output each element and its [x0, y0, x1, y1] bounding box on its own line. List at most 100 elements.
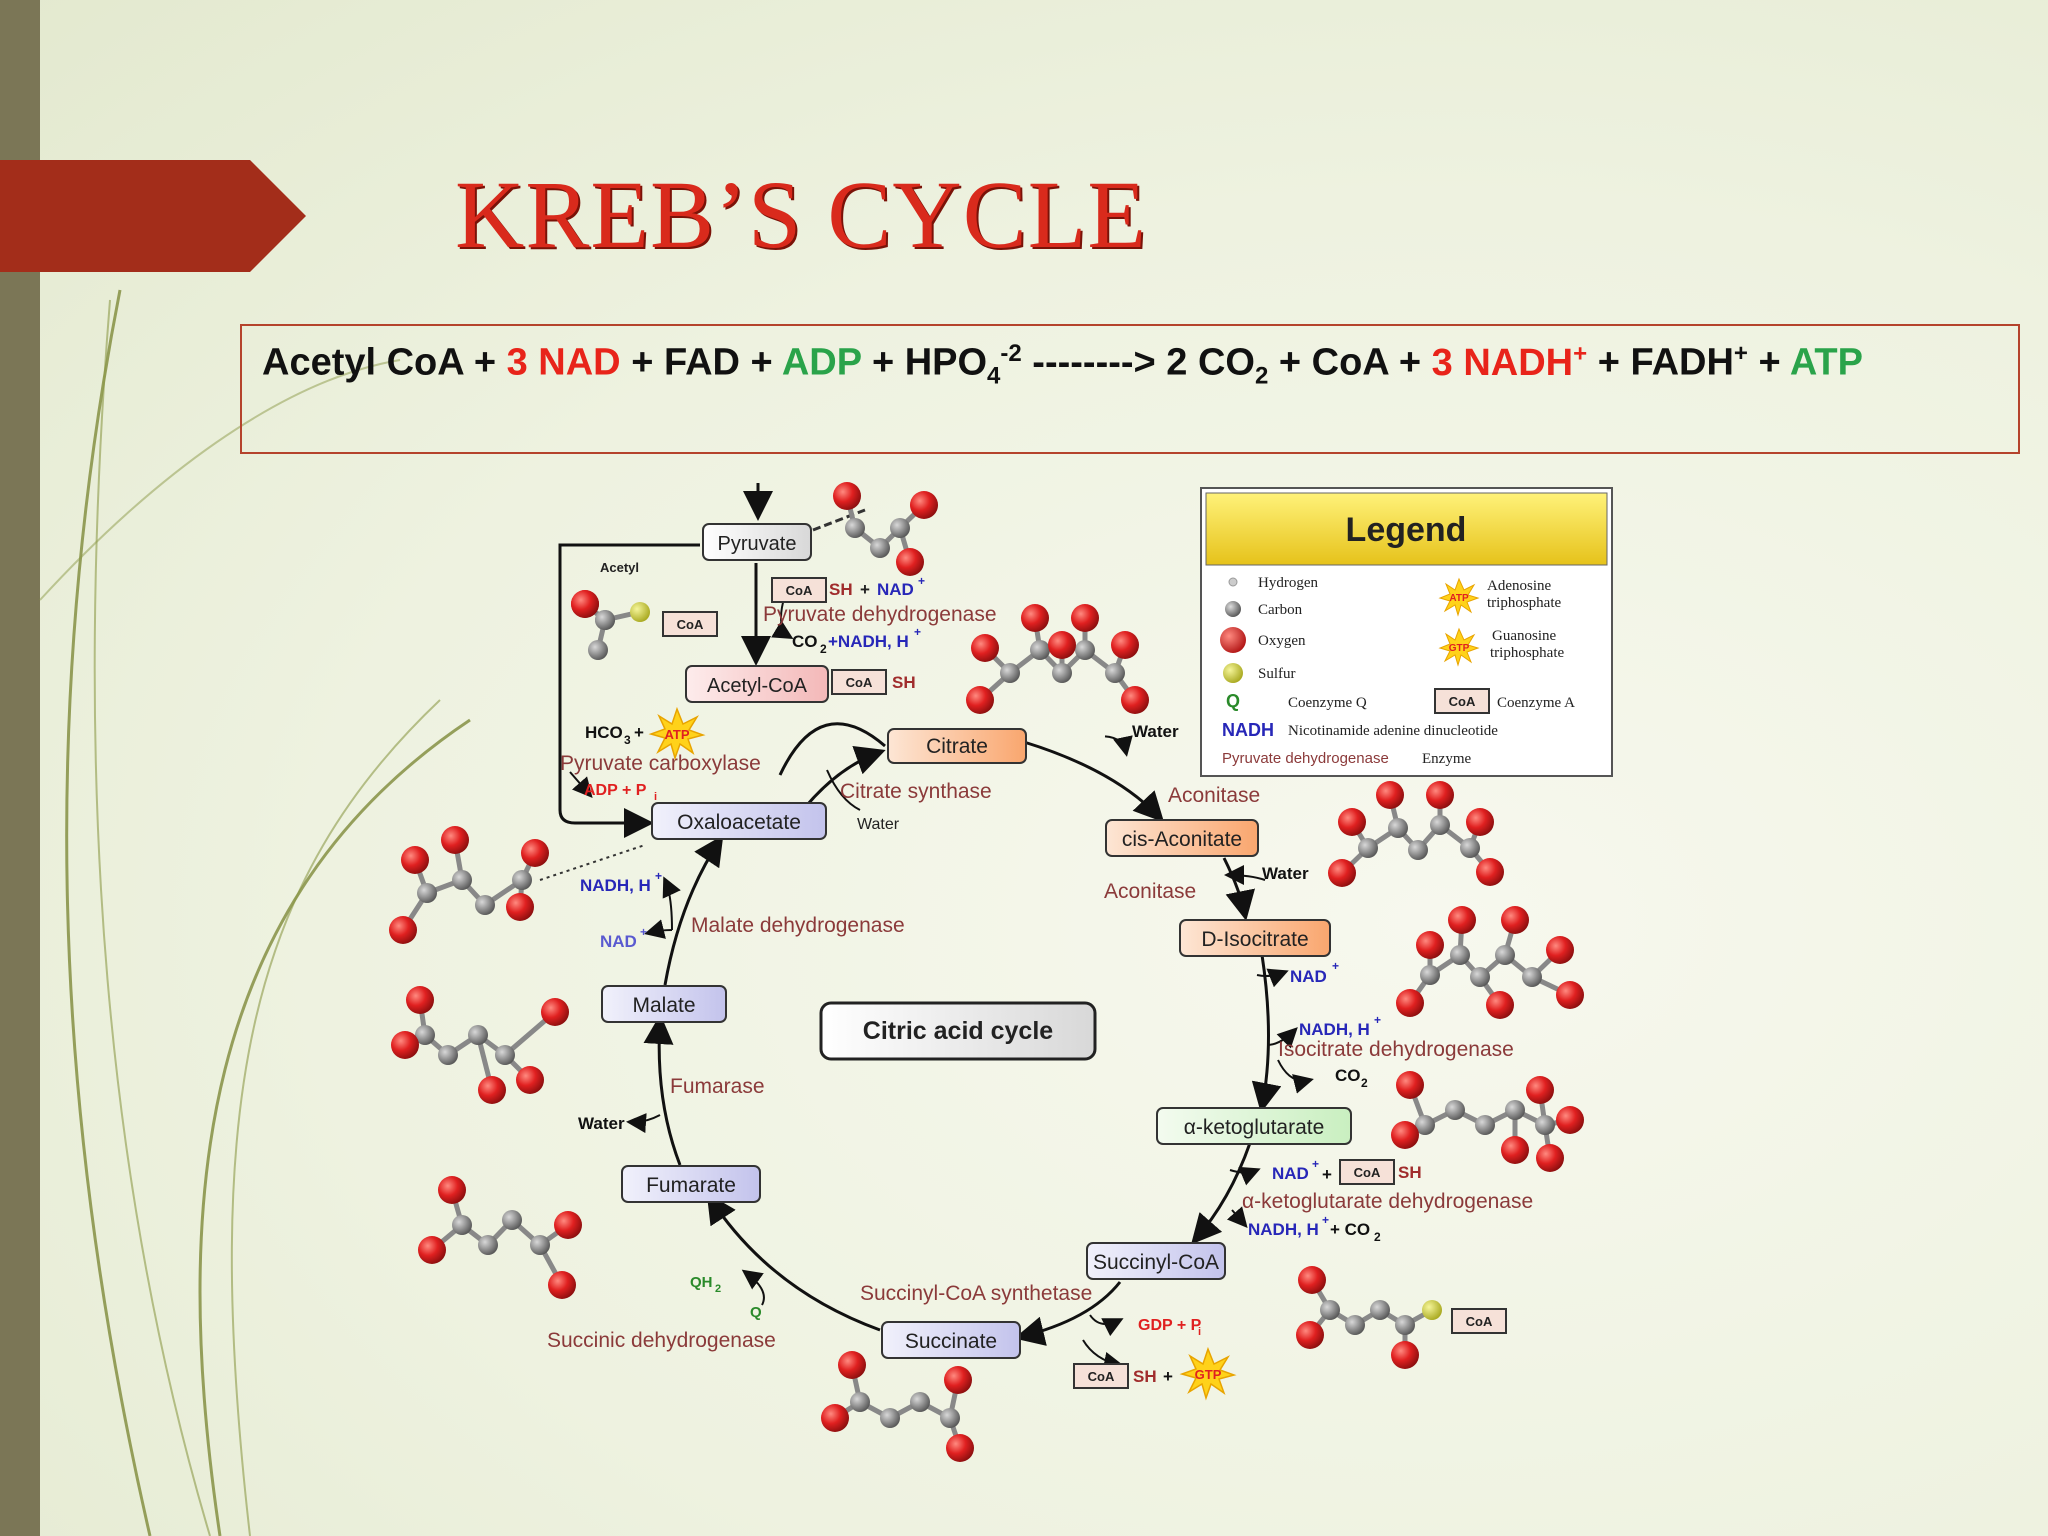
legend-hydrogen: Hydrogen	[1258, 575, 1318, 591]
d-isocitrate-molecule	[1396, 906, 1584, 1019]
svg-text:Citric acid cycle: Citric acid cycle	[863, 1017, 1053, 1045]
enzyme-pyruvate-dehydrogenase: Pyruvate dehydrogenase	[763, 603, 997, 626]
svg-text:2: 2	[820, 642, 827, 656]
legend-carbon: Carbon	[1258, 602, 1303, 618]
svg-text:Malate: Malate	[632, 994, 695, 1017]
legend-title: Legend	[1346, 511, 1467, 549]
enzyme-fumarase: Fumarase	[670, 1075, 765, 1098]
svg-text:NADH, H: NADH, H	[1299, 1020, 1370, 1039]
svg-text:+: +	[860, 580, 870, 599]
svg-text:Q: Q	[750, 1304, 762, 1321]
oxygen-icon	[1220, 627, 1246, 653]
svg-text:GTP: GTP	[1449, 643, 1470, 654]
enzyme-akg-dehydrogenase: α-ketoglutarate dehydrogenase	[1242, 1190, 1533, 1213]
alpha-ketoglutarate-molecule	[1391, 1071, 1584, 1172]
pyruvate-molecule	[833, 482, 938, 576]
legend-content: Legend Hydrogen Carbon Oxygen Sulfur Q C…	[1205, 492, 1608, 767]
svg-text:QH: QH	[690, 1274, 713, 1291]
svg-text:+: +	[1322, 1165, 1332, 1184]
svg-text:CO: CO	[1335, 1066, 1361, 1085]
legend-enzyme: Enzyme	[1422, 751, 1471, 767]
enzyme-isocitrate-dehydrogenase: Isocitrate dehydrogenase	[1278, 1038, 1514, 1061]
svg-text:Oxaloacetate: Oxaloacetate	[677, 811, 801, 834]
svg-text:+: +	[1332, 959, 1339, 973]
svg-text:SH: SH	[829, 580, 853, 599]
carbon-icon	[1225, 601, 1241, 617]
svg-text:CoA: CoA	[1449, 694, 1476, 709]
metabolite-d-isocitrate: D-Isocitrate	[1179, 919, 1331, 957]
svg-text:α-ketoglutarate: α-ketoglutarate	[1184, 1116, 1325, 1139]
legend-oxygen: Oxygen	[1258, 633, 1306, 649]
cis-aconitate-molecule	[1328, 781, 1504, 887]
title-arrow	[0, 160, 306, 272]
svg-text:2: 2	[1374, 1230, 1381, 1244]
metabolite-succinyl-coa: Succinyl-CoA	[1086, 1242, 1226, 1280]
svg-text:2: 2	[715, 1283, 721, 1295]
enzyme-malate-dehydrogenase: Malate dehydrogenase	[691, 914, 905, 937]
svg-text:CoA: CoA	[677, 617, 704, 632]
metabolite-malate: Malate	[601, 985, 727, 1023]
svg-text:+: +	[1163, 1367, 1173, 1386]
metabolite-alpha-ketoglutarate: α-ketoglutarate	[1156, 1107, 1352, 1145]
svg-text:HCO: HCO	[585, 723, 623, 742]
coa-icon: CoA	[1434, 688, 1490, 714]
enzyme-aconitase: Aconitase	[1104, 880, 1196, 903]
svg-text:+: +	[1374, 1013, 1381, 1027]
svg-text:Adenosine: Adenosine	[1487, 578, 1551, 594]
svg-text:+: +	[918, 574, 925, 588]
reaction-equation: Acetyl CoA + 3 NAD + FAD + ADP + HPO4-2 …	[262, 340, 1863, 390]
svg-text:Water: Water	[1262, 864, 1309, 883]
svg-text:triphosphate: triphosphate	[1487, 595, 1561, 611]
atp-star: ATP	[648, 706, 706, 761]
cofactor-labels: Acetyl CoA SH + NAD + CO 2 +NADH, H + Co…	[578, 560, 1507, 1389]
enzyme-aconitase: Aconitase	[1168, 784, 1260, 807]
svg-text:SH: SH	[892, 673, 916, 692]
enzyme-pyruvate-carboxylase: Pyruvate carboxylase	[560, 752, 761, 775]
svg-text:+NADH, H: +NADH, H	[828, 632, 909, 651]
svg-text:i: i	[1198, 1326, 1201, 1338]
svg-text:CoA: CoA	[1466, 1314, 1493, 1329]
enzyme-citrate-synthase: Citrate synthase	[840, 780, 992, 803]
svg-text:CoA: CoA	[1354, 1165, 1381, 1180]
svg-text:+: +	[655, 869, 662, 883]
svg-text:ATP: ATP	[664, 727, 689, 742]
svg-text:Water: Water	[1132, 722, 1179, 741]
svg-text:GTP: GTP	[1195, 1367, 1222, 1382]
citrate-molecule	[966, 604, 1149, 714]
q-symbol: Q	[1226, 691, 1240, 711]
dotted-link	[539, 844, 646, 881]
svg-text:NAD: NAD	[1272, 1164, 1309, 1183]
svg-text:Succinyl-CoA: Succinyl-CoA	[1093, 1251, 1219, 1274]
svg-text:Succinate: Succinate	[905, 1330, 997, 1353]
atp-icon: ATP	[1438, 577, 1480, 617]
legend-coa: Coenzyme A	[1497, 695, 1575, 711]
legend-sulfur: Sulfur	[1258, 666, 1296, 682]
legend-coenzyme-q: Coenzyme Q	[1288, 695, 1367, 711]
svg-text:Fumarate: Fumarate	[646, 1174, 736, 1197]
svg-text:+: +	[640, 925, 647, 939]
center-label: Citric acid cycle	[819, 1001, 1097, 1061]
gtp-icon: GTP	[1438, 627, 1480, 667]
svg-text:+: +	[1312, 1157, 1319, 1171]
coa-tag: CoA	[662, 611, 718, 637]
metabolite-citrate: Citrate	[887, 728, 1027, 764]
coa-tag: CoA	[831, 669, 887, 695]
svg-text:+: +	[1322, 1213, 1329, 1227]
svg-text:GDP + P: GDP + P	[1138, 1317, 1202, 1334]
acetyl-group-molecule	[571, 590, 650, 660]
metabolite-acetyl-coa: Acetyl-CoA	[685, 665, 829, 703]
svg-text:D-Isocitrate: D-Isocitrate	[1201, 928, 1308, 951]
branch-arrows	[569, 594, 1314, 1372]
nadh-symbol: NADH	[1222, 720, 1274, 740]
fumarate-molecule	[418, 1176, 582, 1299]
coa-tag: CoA	[1451, 1308, 1507, 1334]
coa-tag: CoA	[1073, 1363, 1129, 1389]
svg-text:NAD: NAD	[1290, 967, 1327, 986]
svg-text:+: +	[914, 625, 921, 639]
svg-text:NAD: NAD	[877, 580, 914, 599]
gtp-star: GTP	[1179, 1346, 1237, 1401]
legend: Legend Hydrogen Carbon Oxygen Sulfur Q C…	[1200, 487, 1613, 777]
malate-molecule	[391, 986, 569, 1104]
svg-text:+ CO: + CO	[1330, 1220, 1370, 1239]
succinyl-coa-molecule	[1296, 1266, 1442, 1369]
